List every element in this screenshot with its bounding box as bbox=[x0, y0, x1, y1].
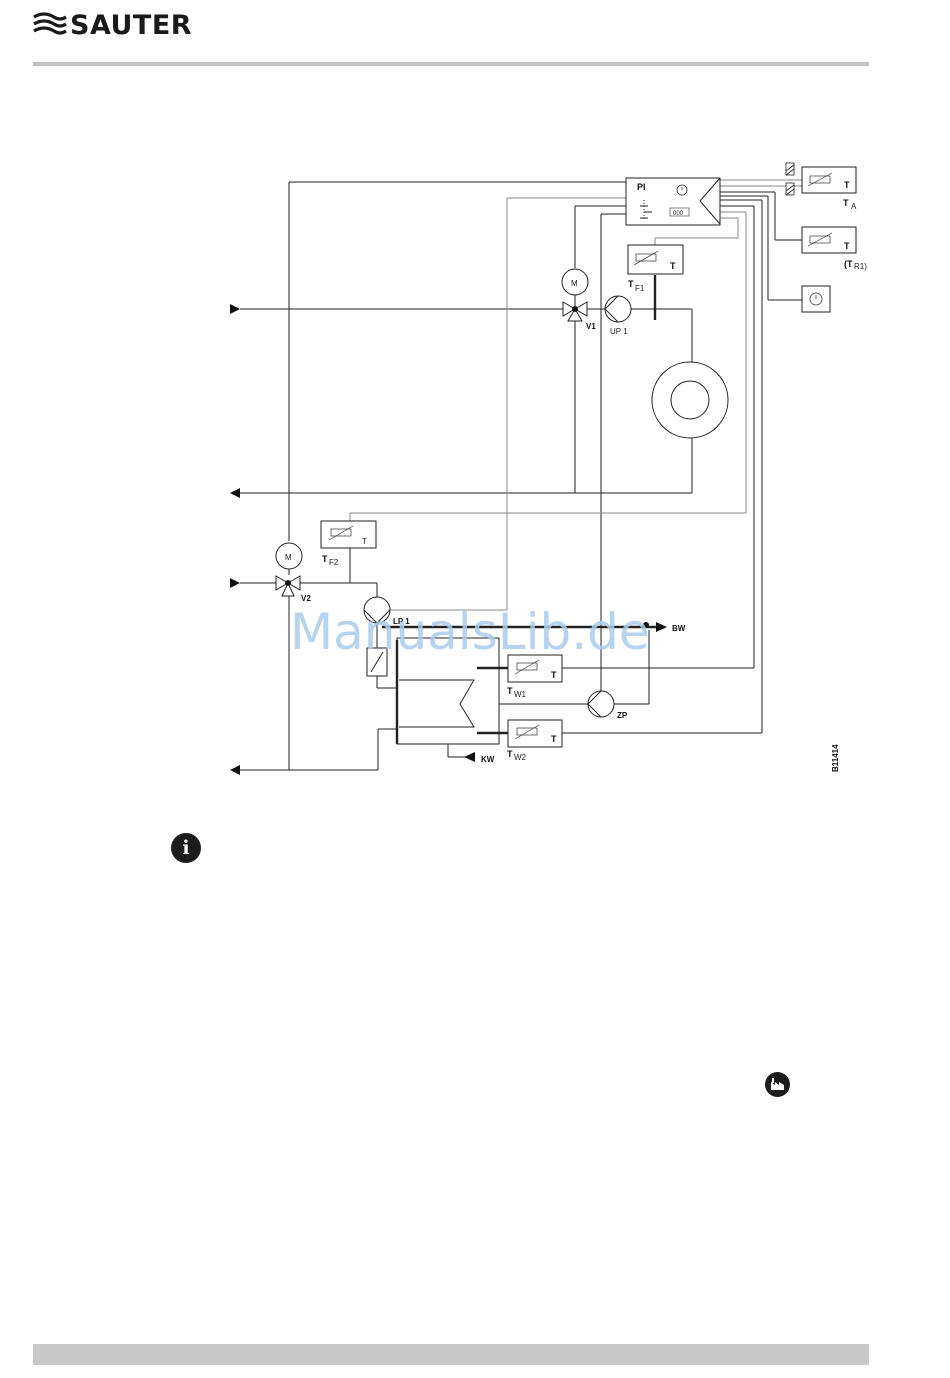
watermark: ManualsLib.de bbox=[290, 603, 650, 661]
footer-bar bbox=[33, 1344, 869, 1365]
sensor-tw1-letter: T bbox=[551, 670, 557, 680]
pump-zp-label: ZP bbox=[617, 711, 628, 720]
outdoor-sensor-mounts bbox=[786, 163, 794, 195]
sensor-ta-sub: A bbox=[851, 202, 857, 211]
controller-pi: PI 000 bbox=[626, 178, 720, 225]
motor-m1: M bbox=[562, 269, 588, 295]
flow-bw-label: BW bbox=[672, 624, 686, 633]
motor-m2: M bbox=[276, 543, 302, 569]
sensor-tw1: T T W1 bbox=[507, 655, 562, 699]
controller-label: PI bbox=[637, 182, 646, 192]
motor-m1-label: M bbox=[571, 279, 578, 288]
valve-v2-label: V2 bbox=[301, 594, 311, 603]
pump-zp bbox=[588, 691, 614, 717]
flow-kw-label: KW bbox=[481, 755, 495, 764]
sensor-tw2-letter: T bbox=[551, 734, 557, 744]
sensor-tf1-letter: T bbox=[670, 261, 676, 271]
pump-up1 bbox=[605, 296, 631, 322]
sensor-ta: T T A bbox=[802, 167, 857, 211]
sensor-tf2-letter: T bbox=[362, 537, 367, 546]
timer-clock bbox=[802, 286, 830, 312]
motor-m2-label: M bbox=[285, 553, 292, 562]
sensor-tf2-name: T bbox=[322, 554, 328, 564]
heat-consumer bbox=[652, 362, 728, 438]
sensor-tw1-sub: W1 bbox=[514, 690, 527, 699]
sensor-tw1-name: T bbox=[507, 686, 513, 696]
sensor-tr1-letter: T bbox=[844, 241, 850, 251]
valve-v2 bbox=[276, 576, 300, 596]
controller-display: 000 bbox=[673, 211, 684, 217]
sensor-tw2: T T W2 bbox=[507, 720, 562, 762]
pump-up1-label: UP 1 bbox=[610, 327, 628, 336]
sensor-tf2-sub: F2 bbox=[329, 558, 339, 567]
sensor-tf2: T T F2 bbox=[321, 521, 376, 567]
sensor-tf1-name: T bbox=[628, 279, 634, 289]
sensor-tr1-name: (T bbox=[844, 259, 853, 269]
info-icon: i bbox=[171, 833, 201, 863]
figure-code: B11414 bbox=[831, 744, 840, 772]
factory-icon bbox=[765, 1072, 790, 1097]
sensor-ta-name: T bbox=[843, 198, 849, 208]
sensor-tr1-sub: R1) bbox=[854, 262, 867, 271]
sensor-tw2-name: T bbox=[507, 749, 513, 759]
sensor-tr1: T (T R1) bbox=[802, 227, 867, 271]
sensor-ta-letter: T bbox=[844, 180, 850, 190]
sensor-tw2-sub: W2 bbox=[514, 753, 527, 762]
valve-v1-label: V1 bbox=[586, 322, 596, 331]
sensor-tf1-sub: F1 bbox=[635, 284, 645, 293]
